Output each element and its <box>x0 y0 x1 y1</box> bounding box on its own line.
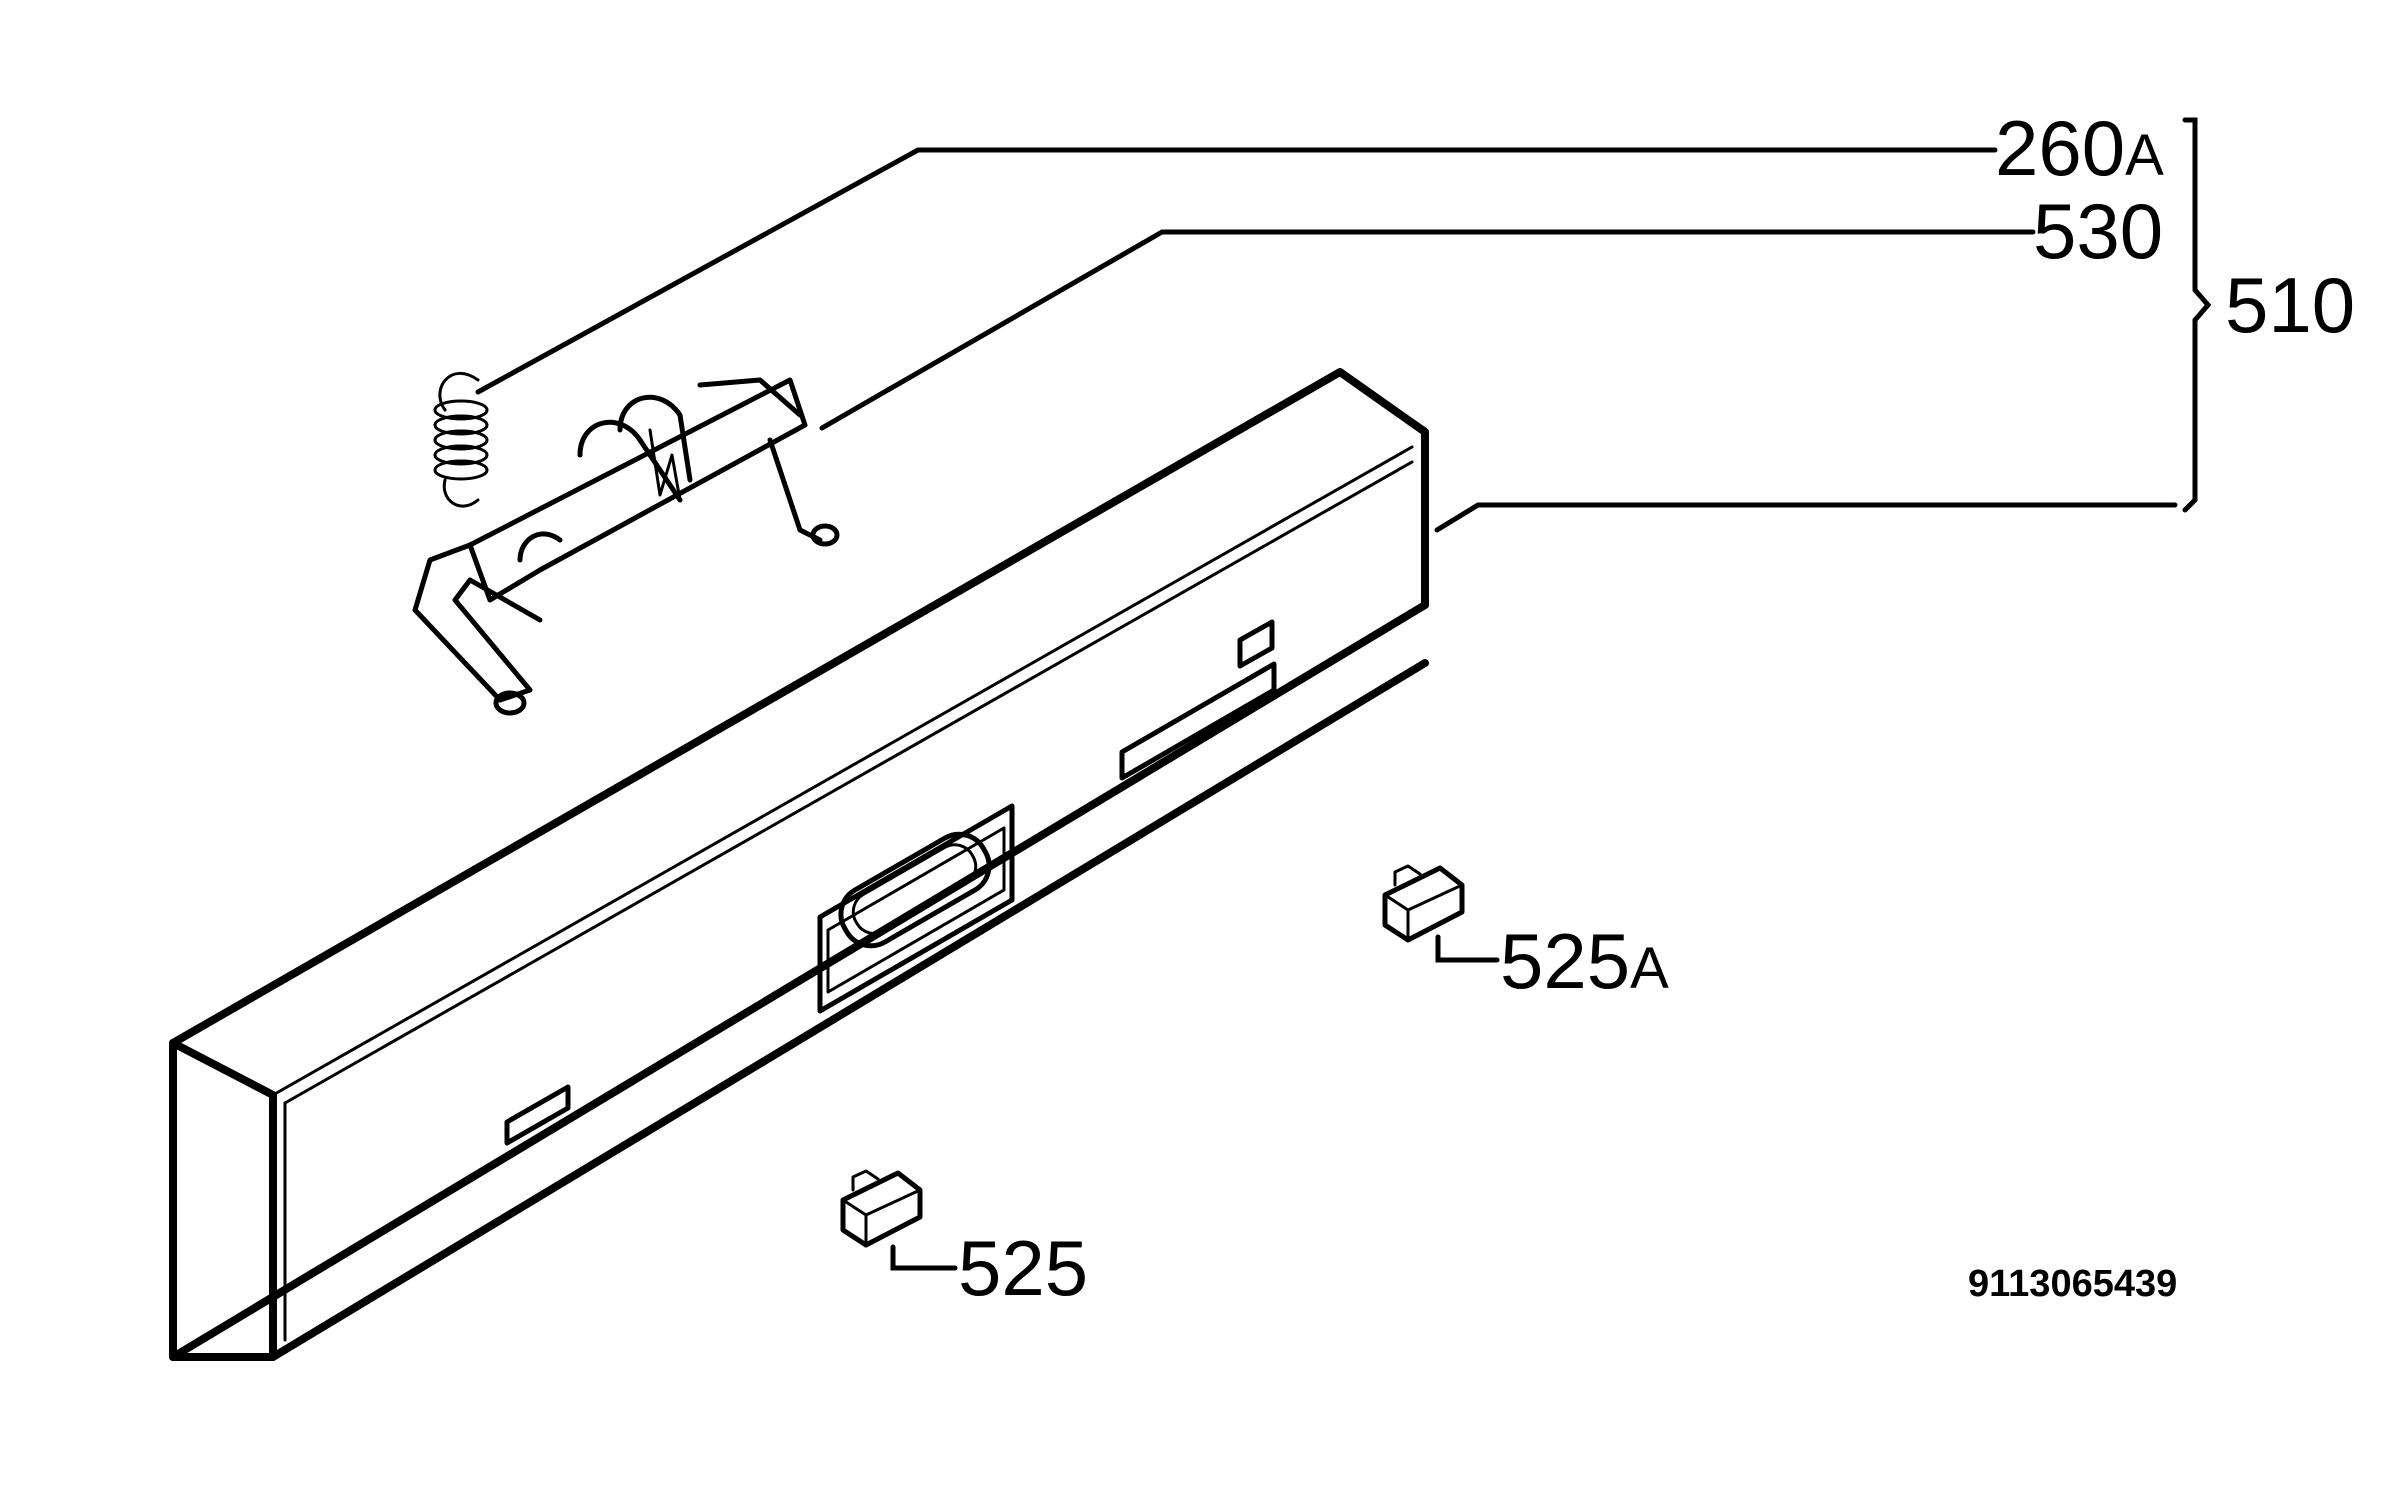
button-cap-right <box>1382 864 1465 943</box>
hinge-bracket-part <box>412 377 840 716</box>
callout-260a: 260A <box>1995 104 2164 192</box>
button-cap-left <box>840 1169 923 1248</box>
spring-part <box>433 372 489 508</box>
callout-525: 525 <box>958 1224 1088 1312</box>
callout-510: 510 <box>2225 261 2355 349</box>
callout-525a: 525A <box>1500 917 1669 1005</box>
leader-lines <box>475 117 2212 1271</box>
callout-530: 530 <box>2033 187 2163 275</box>
control-panel <box>169 368 1429 1361</box>
document-number: 9113065439 <box>1968 1263 2177 1305</box>
